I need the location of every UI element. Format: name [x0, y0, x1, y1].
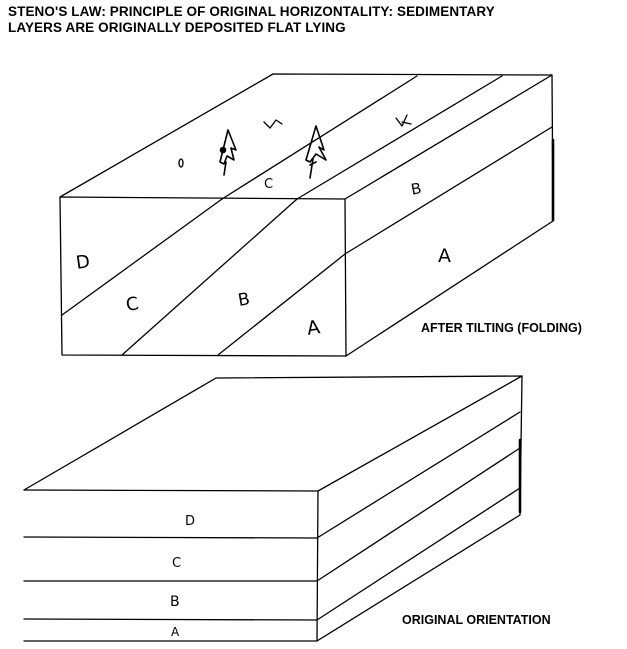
original-layer-label-A: A: [171, 625, 180, 639]
tilted-side-boundary: [344, 126, 553, 255]
tilted-front-label-D: D: [75, 251, 92, 274]
tilted-front-boundary-2: [121, 198, 298, 356]
tilted-top-face: [59, 73, 553, 200]
tilted-side-face: [345, 74, 554, 357]
original-front-boundary-3: [23, 618, 318, 621]
original-front-face: [23, 489, 319, 642]
original-top-face: [23, 375, 523, 492]
original-layer-label-C: C: [172, 556, 181, 571]
diagram-title: STENO'S LAW: PRINCIPLE OF ORIGINAL HORIZ…: [8, 4, 608, 36]
tilted-front-boundary-3: [217, 253, 346, 356]
original-caption: ORIGINAL ORIENTATION: [402, 613, 551, 627]
tilted-caption: AFTER TILTING (FOLDING): [421, 321, 582, 335]
tree-icon: [219, 129, 237, 176]
original-layer-label-B: B: [170, 594, 180, 610]
original-side-boundary-3: [316, 487, 521, 621]
tilted-front-label-B: B: [237, 289, 252, 311]
original-side-boundary-1: [316, 411, 521, 539]
original-block: D C B A: [23, 375, 523, 642]
title-line-2: LAYERS ARE ORIGINALLY DEPOSITED FLAT LYI…: [8, 20, 346, 35]
top-mark: [178, 158, 184, 168]
original-layer-label-D: D: [185, 514, 195, 529]
tilted-front-boundary-1: [61, 198, 223, 316]
tilted-front-label-C: C: [124, 293, 140, 316]
tilted-top-label-C: C: [264, 177, 273, 192]
tilted-side-label-A: A: [438, 245, 451, 267]
original-side-boundary-2: [316, 447, 521, 582]
title-line-1: STENO'S LAW: PRINCIPLE OF ORIGINAL HORIZ…: [8, 4, 495, 19]
tilted-top-boundary-2: [296, 75, 503, 200]
tree-icon: [305, 125, 327, 179]
grass-mark: [263, 119, 283, 129]
grass-mark: [395, 114, 412, 127]
original-side-face: [316, 375, 523, 642]
original-front-boundary-1: [23, 536, 318, 539]
tilted-side-label-B: B: [410, 179, 423, 199]
tilted-block: D C B A B A C: [59, 73, 555, 357]
tilted-front-label-A: A: [306, 316, 322, 340]
tilted-front-face: [59, 196, 347, 357]
